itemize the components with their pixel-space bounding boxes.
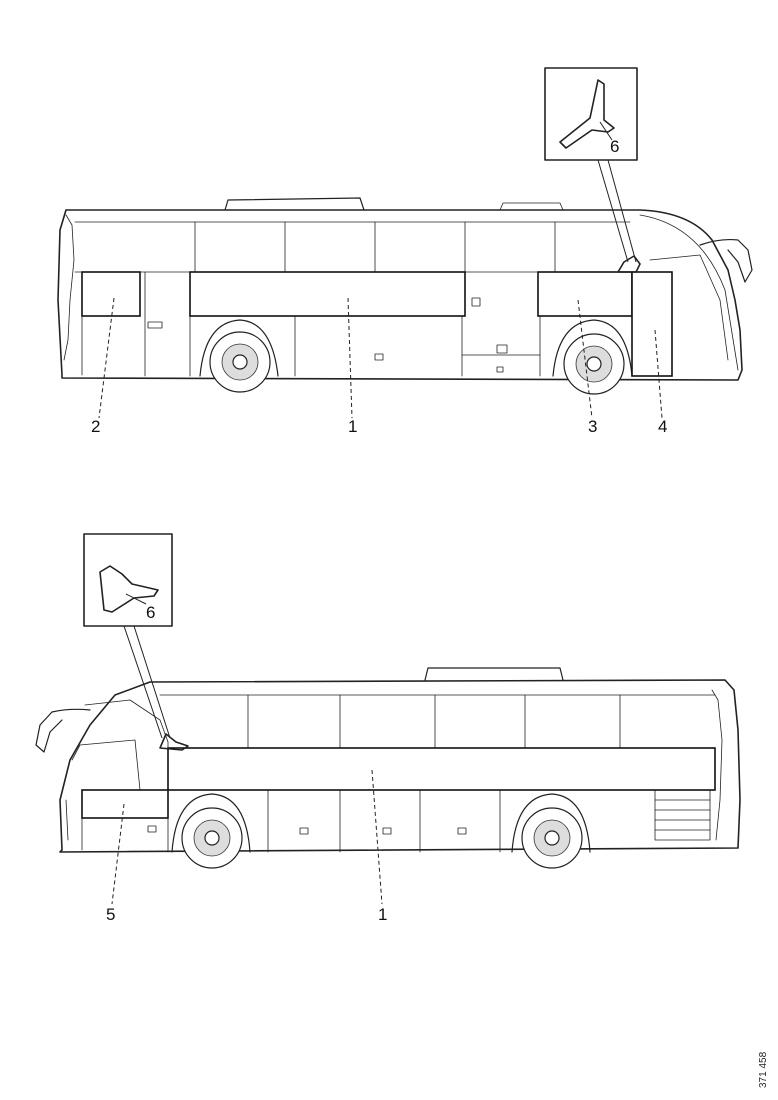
top-decal-panel-3: [537, 271, 633, 317]
bottom-callout-1: 1: [378, 905, 387, 924]
top-inset-callout-6: 6: [610, 137, 619, 156]
top-bus-view: [57, 197, 753, 395]
bottom-bus-body-outline: [59, 679, 741, 853]
bottom-inset-corner-piece: [99, 565, 159, 613]
bottom-decal-panel-5: [81, 789, 169, 819]
top-decal-panel-1: [189, 271, 466, 317]
top-callout-4: 4: [658, 417, 667, 436]
top-callout-1: 1: [348, 417, 357, 436]
bottom-callout-5: 5: [106, 905, 115, 924]
top-callout-3: 3: [588, 417, 597, 436]
top-corner-piece: [617, 255, 641, 273]
top-inset-corner-piece: [559, 79, 615, 149]
top-callouts: 2 1 3 4: [91, 297, 667, 436]
figure-id: 371 458: [758, 1051, 769, 1088]
top-callout-2: 2: [91, 417, 100, 436]
bottom-inset-callout-6: 6: [146, 603, 155, 622]
top-mirror: [699, 238, 753, 283]
bottom-detail-inset: 6: [83, 533, 173, 739]
bottom-callouts: 5 1: [106, 769, 387, 924]
top-decal-panel-4: [631, 271, 673, 377]
bottom-bus-view: [35, 667, 741, 869]
bottom-decal-panel-1: [167, 747, 716, 791]
bottom-mirror: [35, 708, 91, 753]
bottom-corner-piece: [159, 733, 189, 751]
top-bus-body-outline: [57, 209, 743, 381]
top-detail-inset: 6: [544, 67, 638, 263]
top-decal-panel-2: [81, 271, 141, 317]
